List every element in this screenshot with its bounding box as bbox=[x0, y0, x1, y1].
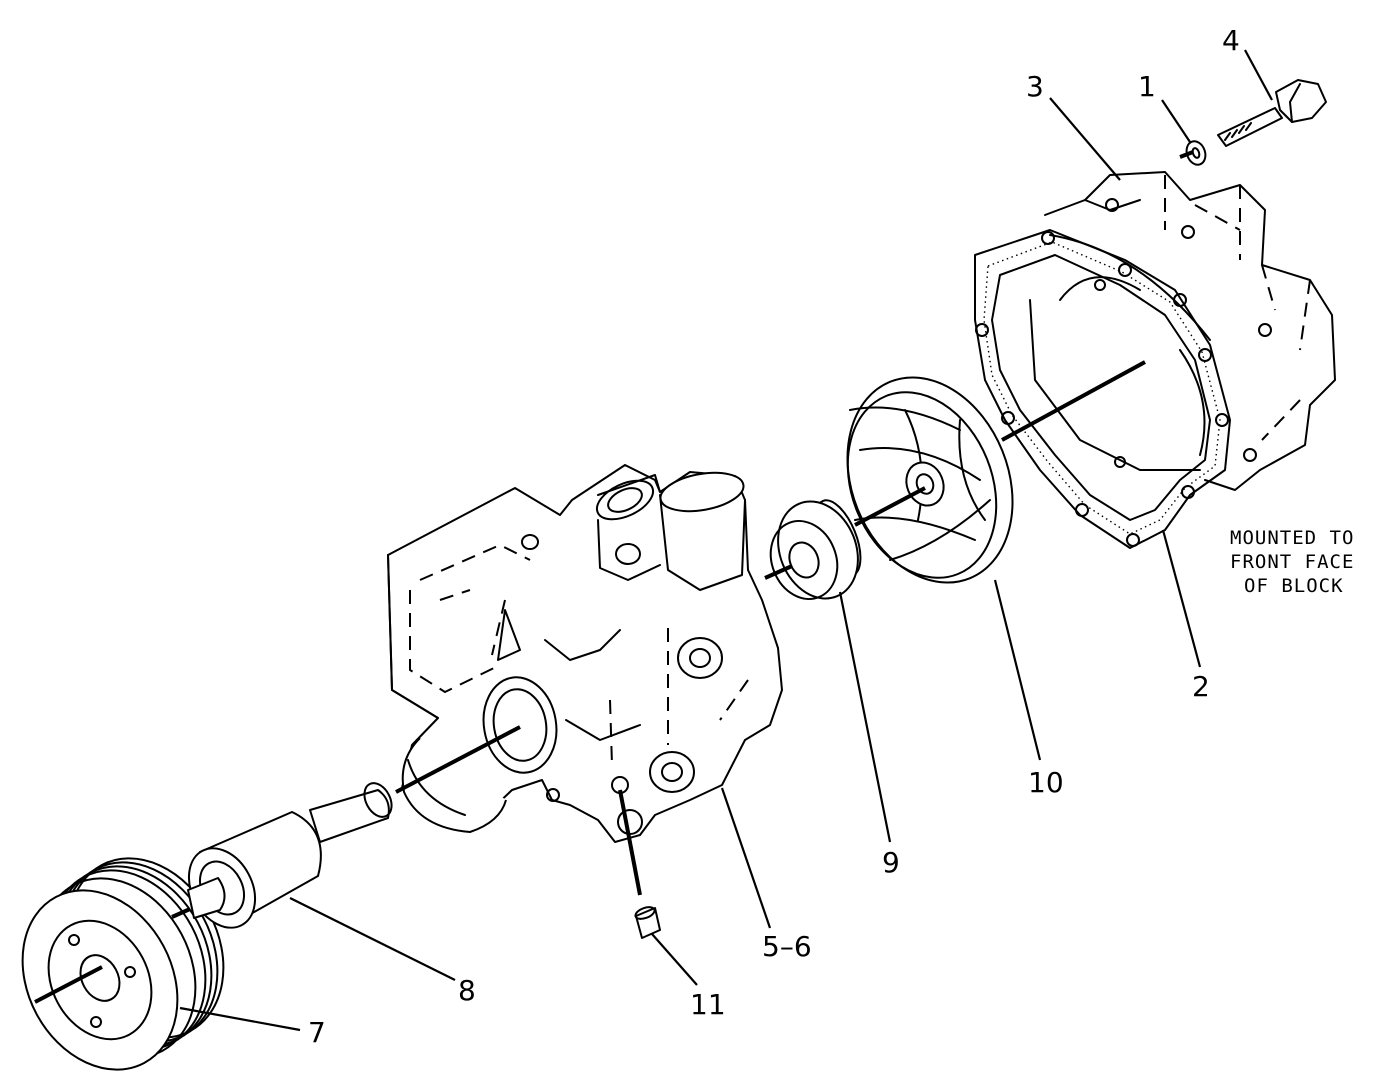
assembly-centerlines bbox=[34, 150, 1194, 1004]
callout-8: 8 bbox=[458, 974, 476, 1007]
note-line-2: FRONT FACE bbox=[1230, 551, 1354, 573]
plug bbox=[634, 906, 661, 939]
front-cover bbox=[1029, 171, 1336, 491]
impeller bbox=[846, 376, 1014, 584]
note-line-1: MOUNTED TO bbox=[1230, 527, 1354, 549]
pump-housing bbox=[387, 464, 783, 843]
callout-labels: 1 2 3 4 5–6 7 8 9 10 11 bbox=[308, 24, 1240, 1049]
callout-7: 7 bbox=[308, 1016, 326, 1049]
mounting-note: MOUNTED TO FRONT FACE OF BLOCK bbox=[1230, 527, 1354, 597]
callout-5-6: 5–6 bbox=[762, 930, 812, 963]
callout-2: 2 bbox=[1192, 670, 1210, 703]
pulley bbox=[21, 857, 225, 1071]
callout-4: 4 bbox=[1222, 24, 1240, 57]
note-line-3: OF BLOCK bbox=[1244, 575, 1344, 597]
callout-10: 10 bbox=[1028, 766, 1064, 799]
shaft-bearing bbox=[187, 782, 393, 929]
bolt bbox=[1217, 79, 1327, 147]
callout-9: 9 bbox=[882, 846, 900, 879]
callout-leaders bbox=[179, 49, 1273, 1032]
gasket bbox=[974, 229, 1231, 549]
callout-3: 3 bbox=[1026, 70, 1044, 103]
seal bbox=[769, 499, 862, 600]
callout-11: 11 bbox=[690, 988, 726, 1021]
callout-1: 1 bbox=[1138, 70, 1156, 103]
